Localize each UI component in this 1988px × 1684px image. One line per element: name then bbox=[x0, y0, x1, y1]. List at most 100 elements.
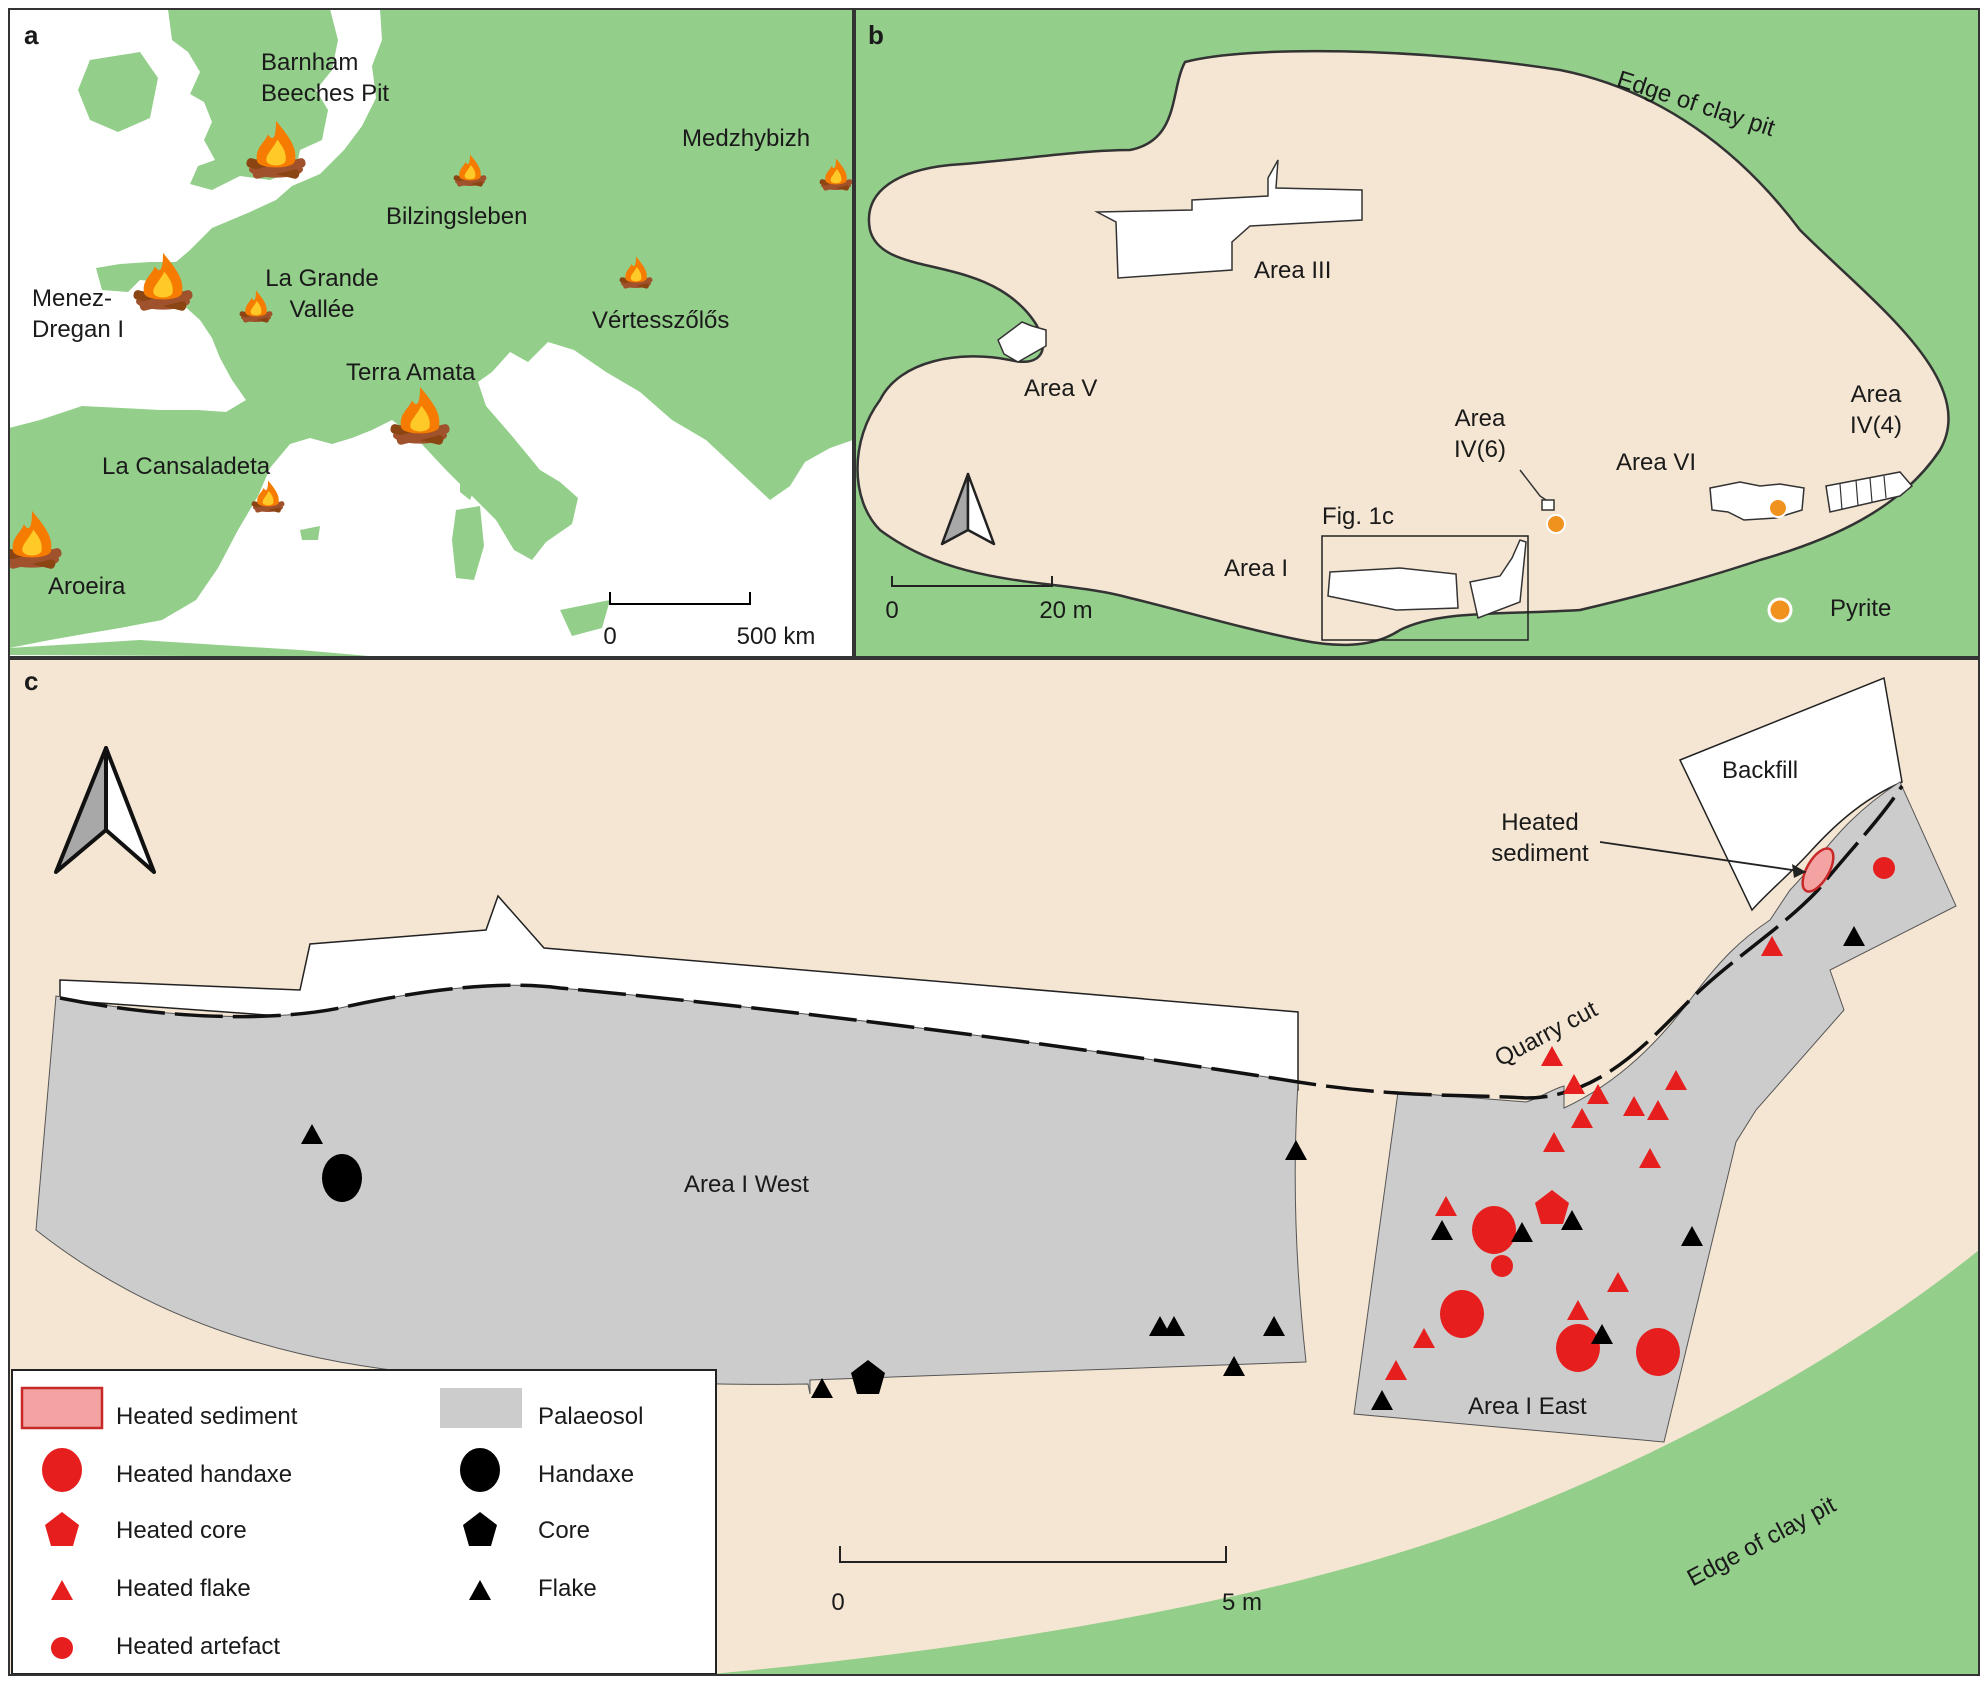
legend-label-heated-core: Heated core bbox=[116, 1517, 247, 1544]
core-marker bbox=[851, 1360, 885, 1394]
fig-1c-label: Fig. 1c bbox=[1322, 503, 1394, 530]
heated-handaxe-marker bbox=[1556, 1324, 1600, 1372]
area-v-label: Area V bbox=[1024, 375, 1097, 402]
heated-flake-marker bbox=[1647, 1100, 1669, 1120]
flake-marker bbox=[301, 1124, 323, 1144]
scale-bar-b: 0 20 m bbox=[885, 576, 1093, 624]
black-triangle bbox=[469, 1580, 491, 1600]
site-label-aroeira: Aroeira bbox=[48, 573, 126, 600]
flake-marker bbox=[1561, 1210, 1583, 1230]
legend-label-heated-handaxe: Heated handaxe bbox=[116, 1461, 292, 1488]
ireland-landmass bbox=[78, 52, 158, 132]
heated-flake-marker bbox=[1563, 1074, 1585, 1094]
panel-b-frame bbox=[854, 8, 1980, 658]
legend: Heated sediment Heated handaxe Heated co… bbox=[11, 1369, 717, 1675]
red-dot bbox=[51, 1637, 73, 1659]
north-arrow-icon bbox=[940, 472, 996, 546]
backfill-label: Backfill bbox=[1722, 757, 1798, 784]
flake-marker bbox=[1263, 1316, 1285, 1336]
red-pentagon bbox=[45, 1512, 79, 1546]
outside-pit-land bbox=[700, 1250, 1979, 1675]
flake-marker bbox=[1681, 1226, 1703, 1246]
panel-c-area-i-detail: 0 5 m bbox=[9, 659, 1979, 1675]
flake-marker bbox=[1431, 1220, 1453, 1240]
continent-landmass bbox=[9, 9, 853, 648]
legend-label-core: Core bbox=[538, 1517, 590, 1544]
flake-marker bbox=[1149, 1316, 1171, 1336]
heated-sediment-patch bbox=[1801, 847, 1835, 893]
red-triangle bbox=[51, 1580, 73, 1600]
panel-letter-b: b bbox=[868, 20, 884, 50]
heated-core-marker bbox=[1535, 1190, 1569, 1224]
flake-marker bbox=[1591, 1324, 1613, 1344]
area-vi-label: Area VI bbox=[1616, 449, 1696, 476]
artefacts-west bbox=[301, 1124, 1307, 1398]
heated-flake-marker bbox=[1665, 1070, 1687, 1090]
scale-label-end: 20 m bbox=[1039, 597, 1092, 624]
sardinia-island bbox=[452, 506, 484, 580]
scale-label-end: 500 km bbox=[737, 623, 816, 650]
area-i-west-outline bbox=[1327, 567, 1459, 611]
scale-label-end: 5 m bbox=[1222, 1589, 1262, 1616]
heated-flake-marker bbox=[1571, 1108, 1593, 1128]
pyrite-marker bbox=[1768, 498, 1788, 518]
scale-label-start: 0 bbox=[603, 623, 616, 650]
area-iv6-excavation bbox=[1541, 499, 1555, 511]
fig-1c-inset-box bbox=[1321, 535, 1529, 641]
heated-flake-marker bbox=[1607, 1272, 1629, 1292]
heated-flake-marker bbox=[1567, 1300, 1589, 1320]
heated-artefact-marker bbox=[1491, 1255, 1513, 1277]
heated-flake-marker bbox=[1761, 936, 1783, 956]
flake-marker bbox=[1285, 1140, 1307, 1160]
legend-box bbox=[11, 1369, 717, 1675]
flake-marker bbox=[811, 1378, 833, 1398]
black-pentagon bbox=[463, 1512, 497, 1546]
heated-flake-marker bbox=[1435, 1196, 1457, 1216]
black-oval bbox=[460, 1448, 500, 1492]
handaxe-marker bbox=[322, 1154, 362, 1202]
area-iv4-trench-lines bbox=[1839, 475, 1887, 511]
area-v-excavation bbox=[997, 321, 1047, 363]
area-i-west-label: Area I West bbox=[684, 1171, 809, 1198]
panel-b-site-plan: 0 20 m Edge of clay pit Area III Area V … bbox=[855, 9, 1979, 657]
heated-sediment-swatch bbox=[20, 1386, 104, 1430]
area-i-label: Area I bbox=[1224, 555, 1288, 582]
area-iv4-excavation bbox=[1825, 471, 1914, 513]
pyrite-legend-label: Pyrite bbox=[1830, 595, 1891, 622]
flake-marker bbox=[1223, 1356, 1245, 1376]
heated-artefact-marker bbox=[1873, 857, 1895, 879]
site-label-terra-amata: Terra Amata bbox=[346, 359, 476, 386]
legend-label-heated-flake: Heated flake bbox=[116, 1575, 251, 1602]
backfill-area bbox=[1678, 676, 1903, 912]
area-iii-label: Area III bbox=[1254, 257, 1331, 284]
site-label-bilzingsleben: Bilzingsleben bbox=[386, 203, 527, 230]
panel-letter-c: c bbox=[24, 666, 38, 696]
north-arrow-icon bbox=[54, 746, 156, 874]
heated-flake-marker bbox=[1413, 1328, 1435, 1348]
scale-bar-c: 0 5 m bbox=[831, 1546, 1262, 1616]
scale-label-start: 0 bbox=[831, 1589, 844, 1616]
pyrite-marker bbox=[1546, 514, 1566, 534]
flake-marker bbox=[1843, 926, 1865, 946]
legend-label-handaxe: Handaxe bbox=[538, 1461, 634, 1488]
pyrite-legend-marker bbox=[1767, 597, 1793, 623]
clay-pit-area bbox=[856, 49, 1950, 647]
red-oval bbox=[42, 1448, 82, 1492]
corsica-island bbox=[460, 452, 478, 500]
scale-bar-a: 0 500 km bbox=[603, 592, 815, 650]
heated-flake-marker bbox=[1623, 1096, 1645, 1116]
legend-label-heated-artefact: Heated artefact bbox=[116, 1633, 280, 1660]
heated-flake-marker bbox=[1587, 1084, 1609, 1104]
legend-label-palaeosol: Palaeosol bbox=[538, 1403, 643, 1430]
area-iii-excavation bbox=[1094, 159, 1363, 279]
site-label-la-cansaladeta: La Cansaladeta bbox=[102, 453, 271, 480]
heated-flake-marker bbox=[1639, 1148, 1661, 1168]
panel-c-frame bbox=[8, 658, 1980, 1676]
area-i-east-outline bbox=[1469, 539, 1527, 620]
legend-label-heated-sediment: Heated sediment bbox=[116, 1403, 298, 1430]
